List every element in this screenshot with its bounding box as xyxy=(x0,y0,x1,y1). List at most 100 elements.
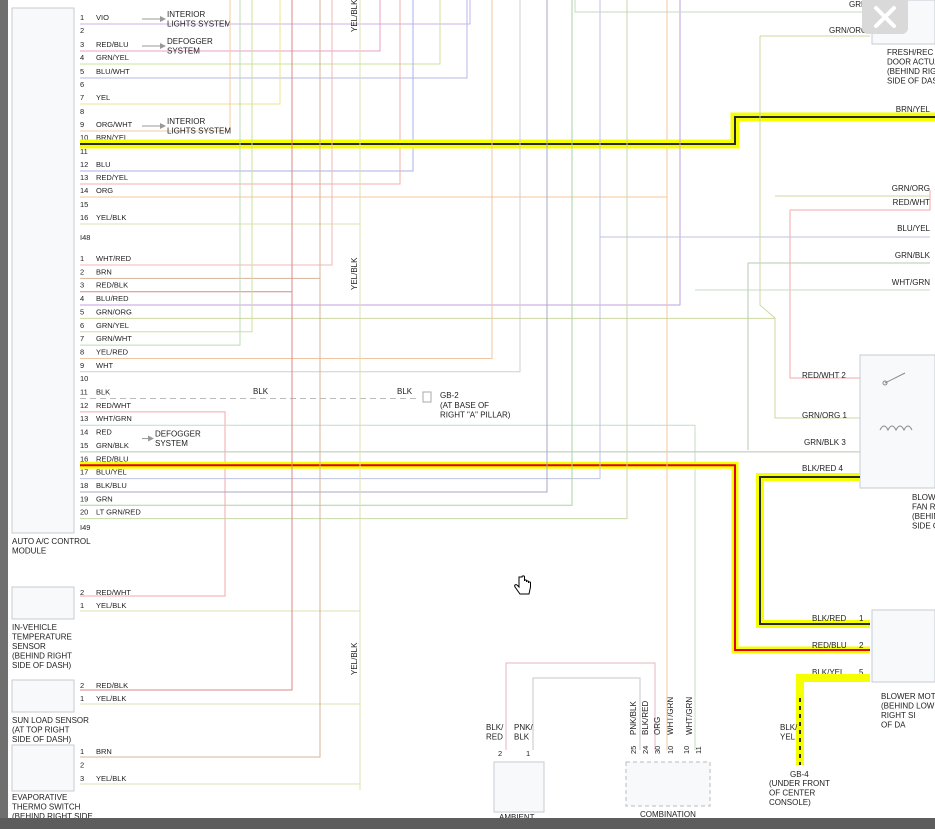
i48-pin-number: 14 xyxy=(80,186,88,195)
module-box xyxy=(11,7,75,534)
i48-pin-number: 6 xyxy=(80,80,84,89)
i49-wire-label: BLU/RED xyxy=(96,294,129,303)
i49-wire xyxy=(80,0,241,346)
yel-blk-vertical-label: YEL/BLK xyxy=(350,0,359,32)
i49-pin-number: 13 xyxy=(80,414,88,423)
i49-pin-number: 15 xyxy=(80,441,88,450)
fresh-recirc-wire: GRN 6 xyxy=(849,0,874,9)
fresh-recirc-line xyxy=(574,0,870,13)
i48-wire xyxy=(80,0,441,65)
blower-relay-pin: GRN/ORG 1 xyxy=(802,411,847,420)
i49-wire-label: RED/WHT xyxy=(96,401,131,410)
blk-red-highlight xyxy=(756,473,870,628)
sun-load-red-blk xyxy=(80,290,293,691)
i49-wire-label: GRN/ORG xyxy=(96,307,132,316)
i48-pin-number: 15 xyxy=(80,200,88,209)
i48-wire-label: BLU xyxy=(96,160,111,169)
i48-wire-label: GRN/YEL xyxy=(96,53,129,62)
i49-wire xyxy=(80,424,696,750)
arrow-head-icon xyxy=(148,435,154,442)
close-button[interactable] xyxy=(862,0,908,34)
gb4-id: GB-4 xyxy=(790,770,809,779)
i48-wire xyxy=(80,0,414,172)
left-scroll-edge xyxy=(0,0,8,829)
combination-wire-label: PNK/BLK xyxy=(629,701,638,735)
i48-wire-label: ORG/WHT xyxy=(96,120,133,129)
ambient-sensor-box xyxy=(493,761,545,813)
fresh-recirc-wire: GRN/ORG 4 xyxy=(829,26,874,35)
i49-wire-label: BRN xyxy=(96,267,112,276)
i48-wire-label: RED/YEL xyxy=(96,173,128,182)
in-vehicle-wire: YEL/BLK xyxy=(96,601,126,610)
gb2-wire-label: BLK xyxy=(397,387,413,396)
i48-wire-label: BLU/WHT xyxy=(96,67,130,76)
i49-wire-label: RED/BLK xyxy=(96,281,128,290)
blower-motor-wire: BLK/RED xyxy=(812,614,846,623)
evap-pin: 1 xyxy=(80,747,84,756)
right-grn-org-vert xyxy=(759,36,776,319)
i49-wire xyxy=(80,411,226,597)
ambient-wire-label: BLK/RED xyxy=(486,723,504,742)
i48-wire xyxy=(80,0,471,25)
blower-motor-pin: 2 xyxy=(859,641,864,650)
i49-pin-number: 16 xyxy=(80,454,88,463)
blk-red-wire xyxy=(759,476,870,625)
i49-pin-number: 14 xyxy=(80,428,88,437)
i49-wire-label: WHT/RED xyxy=(96,254,132,263)
i49-pin-number: 20 xyxy=(80,508,88,517)
i49-wire-label: GRN/BLK xyxy=(96,441,129,450)
i48-pin-number: 7 xyxy=(80,93,84,102)
yel-blk-vertical-label: YEL/BLK xyxy=(350,642,359,675)
blower-motor-wire: BLK/YEL xyxy=(812,668,845,677)
combination-pin: 24 xyxy=(641,746,650,754)
i48-wire xyxy=(80,0,361,225)
i48-pin-number: 12 xyxy=(80,160,88,169)
i49-wire xyxy=(80,0,253,333)
evap-wire: BRN xyxy=(96,747,112,756)
right-red-wht xyxy=(790,190,931,211)
i48-wire xyxy=(80,0,281,105)
combination-box xyxy=(625,761,711,807)
i48-wire-label: ORG xyxy=(96,186,113,195)
blk-yel-highlight xyxy=(796,674,870,765)
i49-wire-label: GRN/YEL xyxy=(96,321,129,330)
right-wire-label: RED/WHT xyxy=(893,198,930,207)
i48-wire-label: VIO xyxy=(96,13,109,22)
evap-pin: 2 xyxy=(80,761,84,770)
arrow-head-icon xyxy=(160,123,166,129)
right-wire-label: BLU/YEL xyxy=(897,224,930,233)
i48-pin-number: 2 xyxy=(80,26,84,35)
bottom-toolbar[interactable] xyxy=(0,818,935,829)
brn-yel-wire xyxy=(80,116,935,145)
sun-load-pin: 1 xyxy=(80,694,84,703)
relay-switch-icon xyxy=(884,372,906,384)
i49-pin-number: 3 xyxy=(80,281,84,290)
ambient-label: AMBIENT xyxy=(499,813,535,822)
i49-wire-label: GRN/WHT xyxy=(96,334,132,343)
i48-wire xyxy=(80,0,468,79)
i49-pin-number: 5 xyxy=(80,307,84,316)
ambient-blk-red xyxy=(505,662,656,750)
i48-pin-number: 1 xyxy=(80,13,84,22)
hand-pointer-icon xyxy=(513,575,533,604)
right-red-wht xyxy=(789,210,860,379)
blower-motor-pin: 1 xyxy=(859,614,864,623)
right-wire-label: GRN/ORG xyxy=(892,184,930,193)
i49-wire xyxy=(80,0,548,493)
i49-pin-number: 8 xyxy=(80,347,84,356)
i49-pin-number: 2 xyxy=(80,267,84,276)
i48-connector-label: I48 xyxy=(80,233,90,242)
ambient-pin: 2 xyxy=(498,749,502,758)
combination-wire-label: WHT/GRN xyxy=(666,697,675,735)
arrow-head-icon xyxy=(160,43,166,49)
combination-pin: 30 xyxy=(653,746,662,754)
red-blu-wire xyxy=(80,464,870,651)
